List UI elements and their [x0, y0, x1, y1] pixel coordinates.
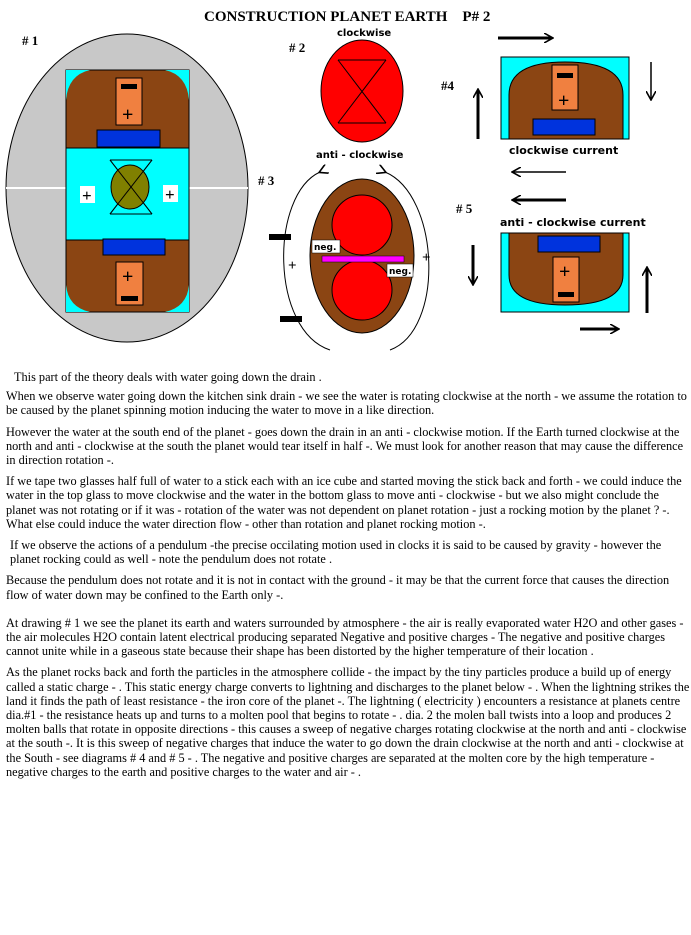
diagram-3-label: # 3: [258, 173, 275, 188]
d4-blue-core: [532, 118, 596, 136]
paragraph-8: As the planet rocks back and forth the p…: [6, 665, 690, 779]
plus-right: +: [165, 185, 175, 204]
paragraph-1: This part of the theory deals with water…: [14, 370, 322, 384]
paragraph-4: If we tape two glasses half full of wate…: [6, 474, 682, 531]
diagram-1: # 1 + + + +: [5, 33, 249, 343]
north-battery-minus: [121, 84, 137, 89]
south-battery: [115, 261, 144, 306]
core-cross-overlay-2: [109, 159, 153, 215]
diagram-4-label: #4: [441, 78, 455, 93]
paragraph-7: At drawing # 1 we see the planet its ear…: [6, 615, 684, 659]
minus-bar-lower: [280, 316, 302, 322]
plus-d3-left: +: [288, 258, 297, 274]
diagram-1-label: # 1: [22, 33, 38, 48]
north-battery-plus: +: [122, 104, 133, 126]
clockwise-label: clockwise: [337, 28, 391, 39]
d4-battery: [551, 64, 579, 111]
article-text: This part of the theory deals with water…: [6, 370, 690, 786]
clockwise-current-label: clockwise current: [509, 144, 618, 157]
d5-battery-minus: [558, 292, 574, 297]
south-core-blue: [102, 238, 166, 256]
diagram-area: CONSTRUCTION PLANET EARTH P# 2 # 1 + +: [5, 9, 691, 351]
south-battery-minus: [121, 296, 138, 301]
molten-ball-south: [331, 259, 393, 321]
magenta-bar: [321, 255, 405, 263]
rotation-arrow-left: [283, 172, 331, 351]
diagram-5-label: # 5: [456, 201, 473, 216]
anti-clockwise-label: anti - clockwise: [316, 150, 404, 161]
north-earth-corner-left: [66, 70, 90, 100]
south-earth-corner-left: [66, 285, 90, 312]
neg-label-box-1: [311, 239, 341, 254]
d5-battery-plus: +: [559, 261, 570, 283]
plus-box-left: [80, 186, 95, 203]
plus-box-right: [163, 185, 178, 202]
diagram-4: #4 + clockwise current: [441, 38, 651, 172]
minus-bar-upper: [269, 234, 291, 240]
rotation-arrow-right: [385, 172, 430, 351]
neg-label-box-2: [386, 263, 414, 278]
d4-battery-plus: +: [558, 90, 569, 112]
d5-blue-core: [537, 235, 601, 253]
paragraph-2: When we observe water going down the kit…: [6, 389, 687, 418]
south-battery-plus: +: [122, 266, 133, 288]
neg-label-1: neg.: [314, 243, 336, 253]
plus-left: +: [82, 186, 92, 205]
neg-label-2: neg.: [389, 267, 411, 277]
diagram-5: # 5 anti - clockwise current +: [456, 200, 647, 329]
paragraph-6: Because the pendulum does not rotate and…: [6, 573, 670, 602]
molten-ball-north: [331, 194, 393, 256]
page-title: CONSTRUCTION PLANET EARTH P# 2: [204, 9, 490, 25]
south-earth-corner-right: [165, 285, 189, 312]
diagram-2-label: # 2: [289, 40, 305, 55]
plus-d3-right: +: [422, 250, 431, 266]
diagram-2: # 2 clockwise anti - clockwise: [289, 28, 404, 161]
anti-clockwise-current-label: anti - clockwise current: [500, 216, 646, 229]
north-earth-corner-right: [165, 70, 189, 100]
paragraph-5: If we observe the actions of a pendulum …: [10, 538, 662, 567]
paragraph-3: However the water at the south end of th…: [6, 424, 684, 468]
north-core-blue: [96, 129, 161, 148]
d4-battery-minus: [557, 73, 573, 78]
ball-cross-2: [337, 59, 387, 124]
diagram-3: # 3 neg. neg. + +: [258, 172, 431, 351]
